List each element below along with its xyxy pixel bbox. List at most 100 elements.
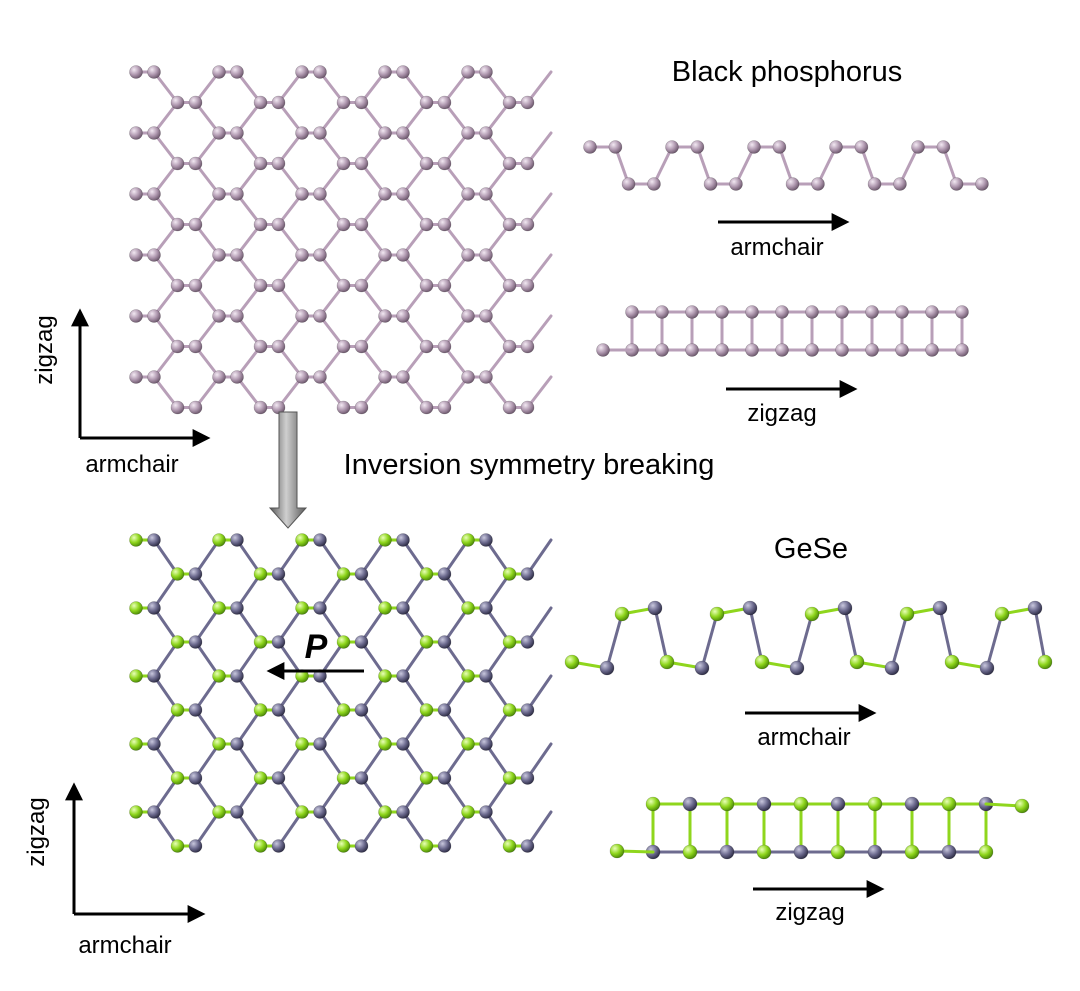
atom-b (520, 339, 535, 354)
atom-a (378, 805, 392, 819)
atom-a (336, 839, 351, 853)
lattice-bond (318, 572, 345, 610)
atom-b (188, 703, 203, 717)
chain-bond (653, 606, 669, 664)
atom-b (188, 156, 203, 171)
atom-b (479, 669, 493, 683)
atom-a (461, 737, 475, 751)
chain-atom (949, 177, 964, 191)
lattice-bond (526, 810, 553, 848)
chain-bond (695, 145, 713, 186)
ladder-atom (955, 305, 969, 319)
lattice-bond (401, 538, 428, 576)
lattice-bond (318, 742, 345, 780)
ladder-atom (655, 343, 669, 357)
lattice-bond (484, 538, 511, 576)
chain-atom (1037, 654, 1053, 670)
atom-b (396, 187, 410, 201)
lattice-bond (360, 538, 387, 576)
atom-b (230, 309, 244, 323)
lattice-bond (235, 606, 262, 644)
atom-a (295, 533, 309, 547)
atom-b (147, 126, 161, 140)
chain-atom (811, 177, 825, 191)
ladder-atom (895, 305, 909, 319)
atom-b (313, 126, 327, 140)
ladder-atom (745, 343, 759, 357)
ladder-atom (865, 305, 879, 319)
atom-a (502, 278, 517, 293)
chain-atom (854, 140, 869, 154)
atom-b (520, 156, 535, 171)
atom-a (378, 126, 392, 140)
atom-a (378, 248, 392, 262)
atom-a (295, 370, 309, 384)
atom-b (354, 635, 369, 649)
atom-b (437, 839, 452, 853)
atom-a (295, 65, 309, 79)
chain-atom (747, 140, 761, 154)
lattice-bond (401, 572, 428, 610)
atom-b (230, 669, 244, 683)
lattice-bond (235, 538, 262, 576)
atom-b (313, 187, 327, 201)
atom-b (230, 248, 244, 262)
lattice-bond (152, 742, 179, 780)
atom-a (336, 95, 351, 110)
lattice-bond (235, 708, 262, 746)
gese-top-view (129, 533, 553, 853)
lattice-bond (401, 708, 428, 746)
ladder-atom (830, 844, 846, 860)
lattice-bond (277, 538, 304, 576)
gese-top-zigzag-label: zigzag (23, 797, 50, 866)
atom-a (295, 737, 309, 751)
atom-a (502, 95, 517, 110)
atom-b (271, 217, 286, 232)
chain-atom (884, 660, 900, 676)
atom-a (170, 771, 185, 785)
chain-atom (665, 140, 679, 154)
atom-b (479, 533, 493, 547)
lattice-bond (526, 538, 553, 576)
atom-b (230, 601, 244, 615)
chain-bond (605, 612, 624, 670)
atom-a (336, 635, 351, 649)
atom-a (336, 400, 351, 415)
chain-atom (867, 177, 882, 191)
atom-a (212, 248, 226, 262)
lattice-bond (526, 742, 553, 780)
atom-a (502, 839, 517, 853)
lattice-bond (401, 640, 428, 678)
atom-a (129, 601, 143, 615)
atom-b (271, 635, 286, 649)
lattice-bond (194, 640, 221, 678)
atom-a (253, 339, 268, 354)
atom-a (170, 400, 185, 415)
atom-b (396, 533, 410, 547)
chain-atom (1027, 600, 1043, 616)
atom-a (461, 805, 475, 819)
atom-b (437, 339, 452, 354)
lattice-bond (235, 776, 262, 814)
atom-b (188, 839, 203, 853)
atom-a (170, 567, 185, 581)
atom-b (396, 126, 410, 140)
lattice-bond (401, 810, 428, 848)
atom-a (502, 156, 517, 171)
atom-b (313, 805, 327, 819)
chain-bond (748, 606, 764, 664)
lattice-bond (360, 572, 387, 610)
atom-b (188, 278, 203, 293)
chain-bond (1033, 606, 1047, 664)
atom-b (313, 248, 327, 262)
atom-a (253, 771, 268, 785)
atom-b (230, 65, 244, 79)
atom-b (147, 187, 161, 201)
chain-atom (829, 140, 843, 154)
atom-b (354, 217, 369, 232)
atom-a (336, 217, 351, 232)
lattice-bond (360, 810, 387, 848)
atom-a (461, 126, 475, 140)
atom-b (479, 126, 493, 140)
